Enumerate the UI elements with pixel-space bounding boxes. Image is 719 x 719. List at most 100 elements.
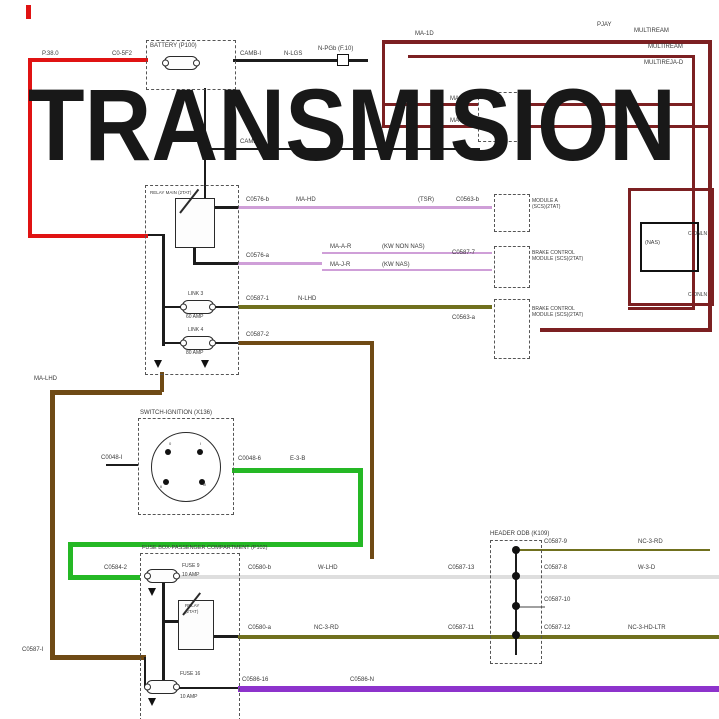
diagram-label: P.38.0 [42,51,59,57]
diagram-label: C-ONLN [688,292,708,298]
diagram-label: CAMB-a [240,139,263,145]
green-ignition-out [232,468,358,473]
maroon-left-vertical [382,40,385,128]
diagram-label: C0587-11 [448,625,474,631]
diagram-label: RELAY MAIN (2TAT) [150,190,192,195]
diagram-label: C0563-b [456,197,480,203]
ignition-switch-box [138,418,234,515]
diagram-label: (TSR) [418,197,434,203]
black-drop [204,88,206,150]
battery-output [233,59,338,62]
pink-branch-root [238,262,322,265]
diagram-label: FUSE 9 [182,563,200,569]
diagram-label: (KW NON NAS) [382,244,425,250]
diagram-label: 10 AMP [180,694,198,700]
diagram-title-text: TRANSMISION [28,72,676,180]
down-arrow [201,360,209,368]
diagram-label: 0 [169,441,172,446]
red-left-vertical [28,58,32,238]
diagram-label: BRAKE CONTROL MODULE (SCS)(2TAT) [532,250,584,263]
relay2-out-stub [212,635,238,638]
link4-fuse [182,336,214,350]
diagram-label: C0048-6 [238,456,262,462]
diagram-label: C0563-a [452,315,476,321]
brake-control-module-box-2 [494,299,530,359]
ignition-terminal-dot [163,479,169,485]
maroon-stub-3 [520,103,695,106]
link3-stub-in [162,306,182,308]
ignition-left-stub [106,464,138,466]
diagram-label: MULTIREAM [634,28,669,34]
maroon-inner-top [408,55,695,58]
right-inner-black-box [640,222,699,272]
brown-top-horizontal [50,390,162,395]
maroon-stub-1 [382,103,478,106]
green-fusebox-feed [68,575,140,580]
diagram-label: II [160,484,163,489]
maroon-inner-right [692,55,695,310]
olive-nc3hd-wire [515,635,719,639]
diagram-label: C0586-N [350,677,375,683]
relay-main-symbol [175,198,215,248]
diagram-label: SWITCH-IGNITION (X136) [140,410,213,416]
diagram-label: C0580-b [248,565,272,571]
diagram-label: LINK 4 [188,327,204,333]
top-module-box [478,92,522,142]
diagram-label: C0048-I [101,455,123,461]
fusebox-internal-vertical [162,577,165,686]
olive-nlhd-wire [238,305,492,309]
diagram-label: C0587-12 [544,625,571,631]
olive-thin-top-right [515,549,710,551]
diagram-label: W-3-D [638,565,656,571]
fuse-9 [146,569,178,583]
main-relay-box [145,185,239,375]
diagram-label: FUSE 16 [180,671,201,677]
purple-bottom-wire [238,686,719,692]
diagram-label: MA-26 [450,96,468,102]
brown-mid-vertical [370,341,374,559]
down-arrow [148,588,156,596]
bus-junction-dot [512,572,520,580]
maroon-inner-bottom [628,307,695,310]
bus-junction-dot [512,546,520,554]
ignition-terminal-dot [197,449,203,455]
diagram-label: HEADER ODB (K109) [490,531,550,537]
fuse16-out-stub [176,687,238,689]
diagram-label: MULTIREJA-D [644,60,684,66]
diagram-label: (NAS) [645,240,660,246]
black-cross [204,148,480,150]
pink-tsr-wire [238,206,492,209]
brown-link4-out [238,341,370,345]
battery-box [146,40,236,90]
white-w3d-wire [515,575,719,579]
diagram-title: TRANSMISION [28,72,676,180]
maroon-stub-2 [382,125,478,128]
diagram-label: BATTERY (P100) [150,43,197,49]
diagram-label: FUSE BOX-PASSENGER COMPARTMENT (P102) [142,545,268,551]
diagram-label: MA-J-R [330,262,351,268]
relay2-feed-stub [162,620,178,623]
diagram-label: MA-29 [450,118,468,124]
diagram-label: C0587-1 [246,296,270,302]
down-arrow [148,698,156,706]
bus-junction-dot [512,602,520,610]
brown-left-vertical [50,390,55,658]
diagram-label: MA-HD [296,197,316,203]
diagram-label: N-LGS [284,51,303,57]
relay-2tat-symbol [178,600,214,650]
link4-stub-in [162,342,182,344]
diagram-label: C0587-I [22,647,44,653]
battery-fuse [164,56,198,70]
diagram-label: C0587-7 [452,250,476,256]
ignition-terminal-dot [165,449,171,455]
relay1-out-stub [213,206,238,209]
red-battery-feed [28,58,148,62]
diagram-label: N-LHD [298,296,317,302]
diagram-label: LINK 3 [188,291,204,297]
ignition-switch-circle [151,432,221,502]
diagram-label: NC-3-HD-LTR [628,625,666,631]
bus-junction-dot [512,631,520,639]
diagram-label: MA-1D [415,31,434,37]
diagram-label: C0586-16 [242,677,269,683]
